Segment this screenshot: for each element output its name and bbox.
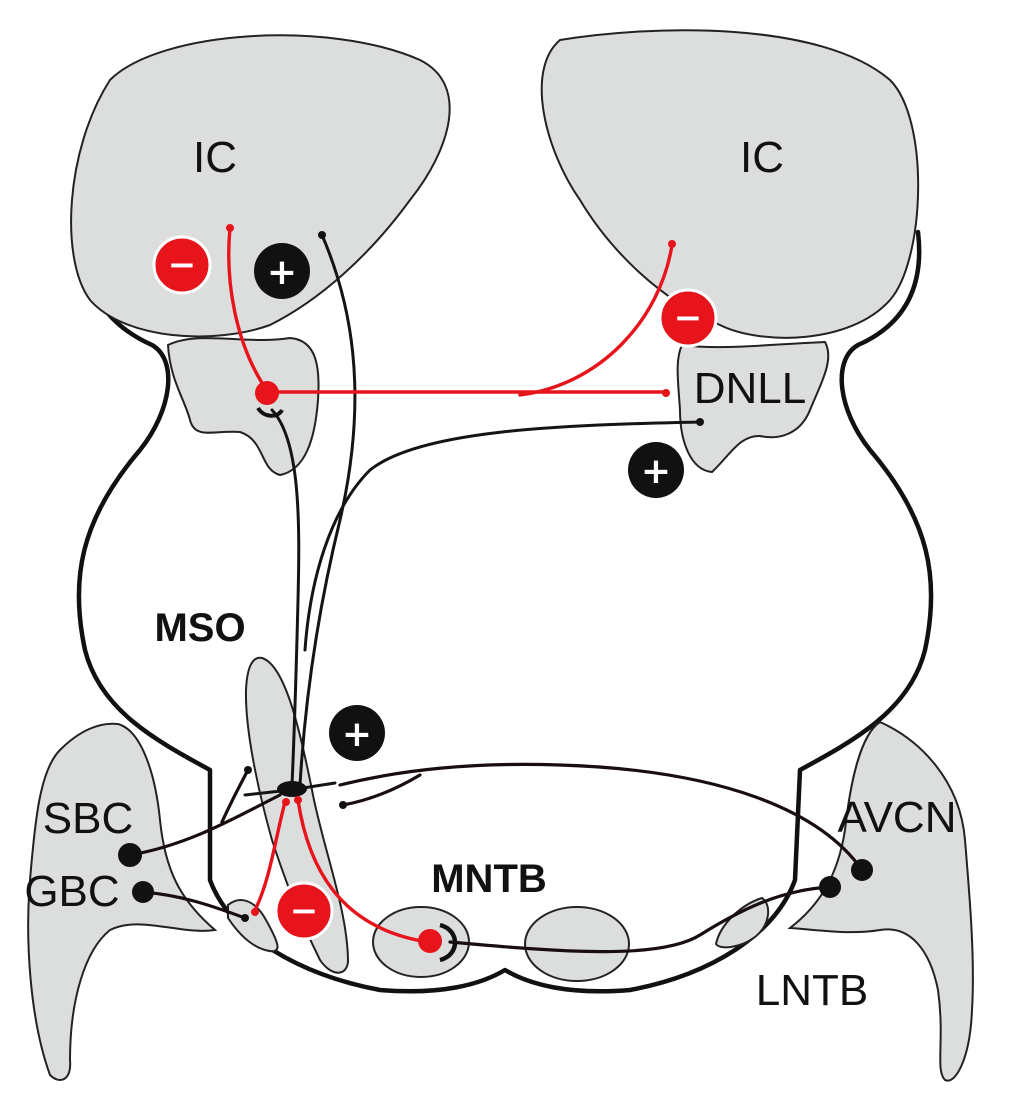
inhibitory-sign-dnll: − xyxy=(658,288,718,348)
label-mso: MSO xyxy=(154,606,245,650)
dnll-terminal xyxy=(662,389,670,397)
avcn-collateral-terminal xyxy=(339,801,347,809)
svg-text:+: + xyxy=(267,252,297,293)
dnll-right-region xyxy=(676,340,830,474)
vnll-to-ic-axon xyxy=(227,226,270,394)
avcn-to-mso-collateral-axon xyxy=(341,773,422,807)
inhibitory-sign-ic-left: − xyxy=(152,235,212,295)
gbc-neuron-soma xyxy=(132,881,154,903)
ic-left-excitatory-terminal xyxy=(318,231,326,239)
lntb-left-region xyxy=(227,899,279,953)
dnll-to-contra-ic-axon xyxy=(518,243,674,397)
svg-text:−: − xyxy=(168,245,197,285)
label-mntb: MNTB xyxy=(431,857,547,901)
label-ic-right: IC xyxy=(740,133,784,182)
svg-text:+: + xyxy=(641,451,671,492)
svg-text:+: + xyxy=(342,714,372,755)
label-lntb: LNTB xyxy=(756,966,868,1015)
label-sbc: SBC xyxy=(43,794,133,843)
ic-right-terminal xyxy=(668,240,676,248)
brainstem-outline xyxy=(75,229,934,994)
lntb-terminal xyxy=(251,908,259,916)
calyx-of-held-terminal xyxy=(439,922,458,963)
vnll-left-region xyxy=(166,336,320,477)
label-dnll: DNLL xyxy=(694,364,807,413)
mntb-to-mso-axon xyxy=(296,798,430,944)
excitatory-sign-mso: + xyxy=(329,705,385,761)
mso-to-ic-axon xyxy=(298,233,357,787)
svg-text:−: − xyxy=(290,891,319,931)
vnll-to-mso-axon xyxy=(270,408,301,787)
gbc-contra-to-mntb-axon xyxy=(448,885,832,954)
mso-red-input-terminal-a xyxy=(282,798,290,806)
mso-to-dnll-axon xyxy=(303,420,702,652)
inhibitory-sign-mntb: − xyxy=(274,881,334,941)
ic-left-region xyxy=(70,34,451,338)
mso-red-input-terminal-b xyxy=(294,796,302,804)
mso-neuron-soma xyxy=(277,781,307,797)
avcn-to-mso-axon xyxy=(338,762,864,872)
sbc-collateral-axon xyxy=(220,768,250,824)
ic-left-terminal xyxy=(226,224,234,232)
label-avcn: AVCN xyxy=(838,793,957,842)
mntb-right-region xyxy=(524,906,630,982)
avcn-neuron-soma xyxy=(851,859,873,881)
gbc-lntb-terminal xyxy=(241,914,249,922)
vnll-synapse-terminal xyxy=(256,406,284,418)
gbc-to-lntb-axon xyxy=(141,890,247,920)
vnll-neuron-soma xyxy=(255,381,279,405)
label-gbc: GBC xyxy=(24,867,119,916)
sbc-to-mso-axon xyxy=(128,793,282,857)
excitatory-sign-dnll: + xyxy=(628,442,684,498)
sbc-neuron-soma xyxy=(118,843,142,867)
cochlear-nucleus-left-region xyxy=(27,722,218,1081)
mntb-neuron-soma xyxy=(418,929,442,953)
label-ic-left: IC xyxy=(193,133,237,182)
ic-right-region xyxy=(540,29,920,339)
lntb-to-mso-axon xyxy=(253,800,287,912)
gbc-contra-neuron-soma xyxy=(819,876,841,898)
cochlear-nucleus-right-region xyxy=(787,720,974,1082)
sbc-collateral-terminal xyxy=(244,766,252,774)
svg-text:−: − xyxy=(674,298,703,338)
excitatory-sign-ic-left: + xyxy=(254,243,310,299)
dnll-excitatory-terminal xyxy=(696,418,704,426)
